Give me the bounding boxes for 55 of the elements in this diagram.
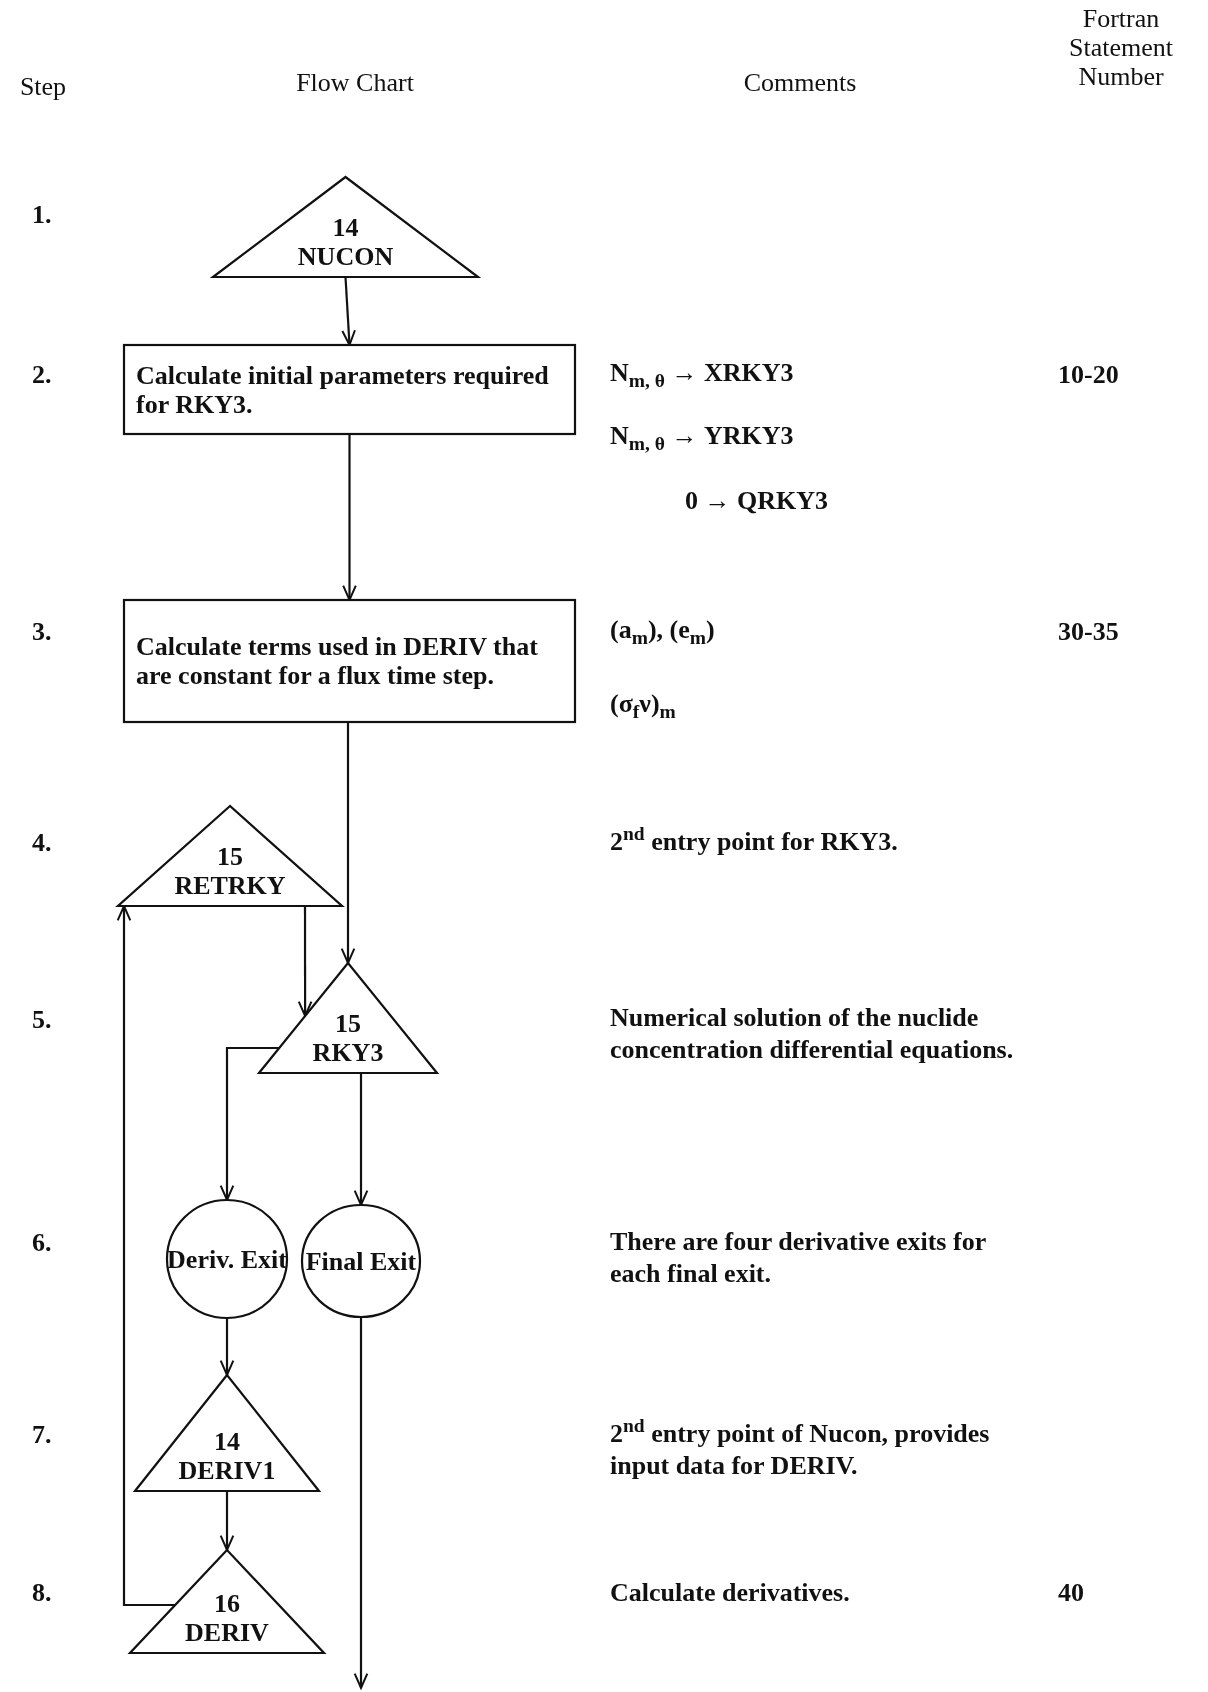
comment-text: (a$_{m}$), (e$_{m}$) xyxy=(610,614,716,646)
exit-circle xyxy=(167,1200,287,1318)
arrow xyxy=(353,1317,369,1689)
arrow xyxy=(342,434,357,601)
step-number: 5. xyxy=(32,1004,53,1036)
step-number: 2. xyxy=(32,359,53,391)
step-number: 1. xyxy=(32,199,53,231)
node-label: NUCON xyxy=(297,242,394,271)
comment-text: Numerical solution of the nuclide concentration differential equations. xyxy=(610,1002,1015,1066)
node-label: Final Exit xyxy=(305,1246,417,1276)
process-box xyxy=(124,345,575,434)
arrow xyxy=(297,906,313,1017)
exit-circle xyxy=(302,1205,420,1317)
arrow xyxy=(219,1491,235,1551)
node-label: 15 xyxy=(217,842,243,871)
step-number: 7. xyxy=(32,1419,53,1451)
node-label: RKY3 xyxy=(312,1038,384,1067)
node-label: 14 xyxy=(214,1427,240,1456)
node-label: Calculate terms used in DERIV that are constant for a flux time step. xyxy=(136,632,539,690)
entry-triangle xyxy=(135,1375,319,1491)
column-header: Comments xyxy=(742,67,858,99)
node-label: 15 xyxy=(335,1009,361,1038)
process-box xyxy=(124,600,575,722)
arrow xyxy=(116,905,176,1607)
arrow xyxy=(340,722,356,964)
arrow xyxy=(219,1318,235,1376)
step-number: 6. xyxy=(32,1227,53,1259)
node-label: DERIV1 xyxy=(178,1456,276,1485)
step-number: 4. xyxy=(32,827,53,859)
node-label: Calculate initial parameters required for RKY3. xyxy=(136,360,550,419)
statement-number: 30-35 xyxy=(1058,616,1120,648)
step-number: 3. xyxy=(32,616,53,648)
comment-text: There are four derivative exits for each final exit. xyxy=(610,1226,987,1290)
comment-text: 0 → QRKY3 xyxy=(685,485,829,517)
entry-triangle xyxy=(118,806,342,906)
entry-triangle xyxy=(130,1550,324,1653)
node-label: RETRKY xyxy=(174,871,286,900)
step-number: 8. xyxy=(32,1577,53,1609)
entry-triangle xyxy=(259,963,437,1073)
statement-number: 40 xyxy=(1058,1577,1085,1609)
comment-text: N$_{m, θ}$ → XRKY3 xyxy=(610,357,795,389)
statement-number: 10-20 xyxy=(1058,359,1120,391)
column-header: Fortran Statement Number xyxy=(1068,4,1174,91)
node-label: DERIV xyxy=(185,1618,269,1647)
column-header: Step xyxy=(18,71,68,103)
comment-text: 2$^{nd}$ entry point of Nucon, provides input data for DERIV. xyxy=(610,1418,990,1482)
comment-text: Calculate derivatives. xyxy=(610,1577,851,1609)
node-label: 14 xyxy=(332,213,359,242)
node-label: 16 xyxy=(214,1589,240,1618)
comment-text: 2$^{nd}$ entry point for RKY3. xyxy=(610,826,899,858)
node-label: Deriv. Exit xyxy=(167,1244,287,1274)
column-header: Flow Chart xyxy=(295,67,415,99)
arrow xyxy=(353,1073,369,1206)
comment-text: N$_{m, θ}$ → YRKY3 xyxy=(610,420,795,452)
comment-text: (σ$_{f}$ν)$_{m}$ xyxy=(610,688,677,720)
